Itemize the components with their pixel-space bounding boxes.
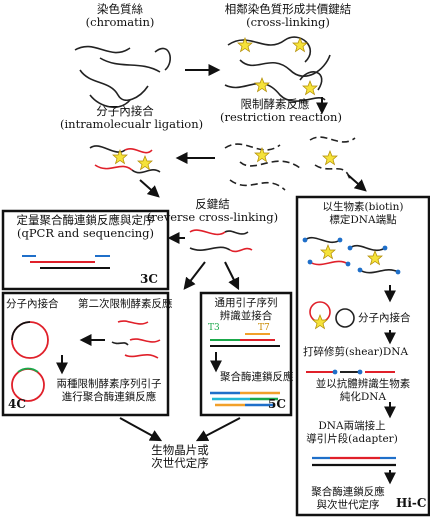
box-3c [1, 209, 170, 291]
arrow-to-5c [224, 261, 240, 291]
label-4c-pcr: 兩種限制酵素序列引子 進行聚合酶連鎖反應 [52, 378, 166, 404]
label-crosslink: 相鄰染色質形成共價鍵結 (cross-linking) [208, 3, 368, 29]
hic-ligation: 分子內接合 [358, 312, 411, 324]
3c-sequencing-strands [22, 255, 110, 269]
restriction-fragments [224, 136, 356, 191]
4c-ligation: 分子內接合 [6, 298, 59, 310]
3c-subtitle: (qPCR and sequencing) [16, 226, 155, 240]
arrow-to-reverse [139, 179, 160, 198]
ligation-zh: 分子內接合 [96, 104, 154, 118]
label-chromatin: 染色質絲 (chromatin) [75, 3, 165, 29]
5c-amplicons [210, 391, 280, 407]
chromatin-en: (chromatin) [85, 15, 155, 29]
restriction-en: (restriction reaction) [220, 110, 342, 124]
tag-3c: 3C [140, 272, 158, 286]
restriction-zh: 限制酵素反應 [240, 97, 310, 111]
label-final-output: 生物晶片或 次世代定序 [135, 444, 225, 470]
label-ligation: 分子內接合 (intramolecualr ligation) [60, 104, 204, 131]
hic-shear: 打碎修剪(shear)DNA [303, 346, 409, 358]
final-output-line1: 生物晶片或 [151, 443, 209, 457]
arrow-to-hic [347, 174, 367, 192]
5c-t3: T3 [208, 323, 220, 333]
hic-adapter-line1: DNA兩端接上 [318, 420, 386, 432]
5c-pcr: 聚合酶連鎖反應 [220, 371, 294, 383]
label-reverse: 反鍵結 (reverse cross-linking) [145, 198, 280, 224]
crosslink-en: (cross-linking) [246, 15, 330, 29]
label-hic-final: 聚合酶連鎖反應 與次世代定序 [300, 486, 396, 512]
label-restriction: 限制酵素反應 (restriction reaction) [220, 97, 342, 124]
chromatin-fibers [74, 45, 171, 108]
ligation-products [89, 145, 161, 174]
hic-purify-line1: 並以抗體辨識生物素 [315, 378, 411, 390]
5c-t7: T7 [258, 323, 270, 333]
5c-primer-line1: 通用引子序列 [214, 297, 278, 309]
label-hic-biotin: 以生物素(biotin) 標定DNA端點 [300, 201, 426, 227]
tag-hic: Hi-C [396, 496, 427, 510]
hic-biotin-line1: 以生物素(biotin) [322, 201, 404, 213]
hic-adapter-line2: 導引片段(adapter) [306, 433, 398, 445]
tag-4c: 4C [8, 397, 26, 411]
arrow-4c-to-output [119, 417, 163, 442]
label-hic-purify: 並以抗體辨識生物素 純化DNA [300, 378, 426, 404]
5c-primers [210, 333, 280, 347]
5c-primer-line2: 辨識並接合 [219, 310, 273, 322]
4c-pcr-line1: 兩種限制酵素序列引子 [56, 378, 162, 390]
label-3c-title: 定量聚合酶連鎖反應與定序 (qPCR and sequencing) [4, 214, 167, 240]
hic-final-line1: 聚合酶連鎖反應 [311, 486, 385, 498]
4c-second-digest: 第二次限制酵素反應 [78, 298, 173, 310]
hic-biotin-fragments [304, 236, 399, 274]
tag-5c: 5C [268, 397, 286, 411]
4c-second-digest-fragments [111, 320, 161, 359]
reverse-zh: 反鍵結 [195, 197, 230, 211]
hic-adapter-strands [312, 456, 396, 467]
4c-pcr-line2: 進行聚合酶連鎖反應 [61, 391, 157, 403]
hic-purify-line2: 純化DNA [339, 391, 387, 403]
chromatin-zh: 染色質絲 [97, 2, 143, 16]
label-5c-primer: 通用引子序列 辨識並接合 [202, 297, 290, 323]
hic-sheared-dna [306, 369, 395, 375]
arrow-to-4c [183, 261, 206, 290]
4c-circles [11, 321, 49, 402]
label-hic-adapter: DNA兩端接上 導引片段(adapter) [300, 420, 404, 446]
final-output-line2: 次世代定序 [151, 456, 209, 470]
crosslinked-chromatin [224, 36, 331, 102]
arrow-5c-to-output [195, 417, 241, 442]
crosslink-zh: 相鄰染色質形成共價鍵結 [224, 2, 352, 16]
box-hic [295, 195, 430, 517]
box-4c [1, 291, 170, 417]
ligation-en: (intramolecualr ligation) [60, 117, 204, 131]
hic-biotin-line2: 標定DNA端點 [329, 214, 397, 226]
hic-final-line2: 與次世代定序 [316, 499, 380, 511]
3c-title: 定量聚合酶連鎖反應與定序 [16, 213, 155, 227]
box-5c [199, 291, 293, 417]
hic-biotin-dots [302, 237, 401, 275]
reverse-fragments [189, 229, 253, 253]
reverse-en: (reverse cross-linking) [146, 210, 279, 224]
